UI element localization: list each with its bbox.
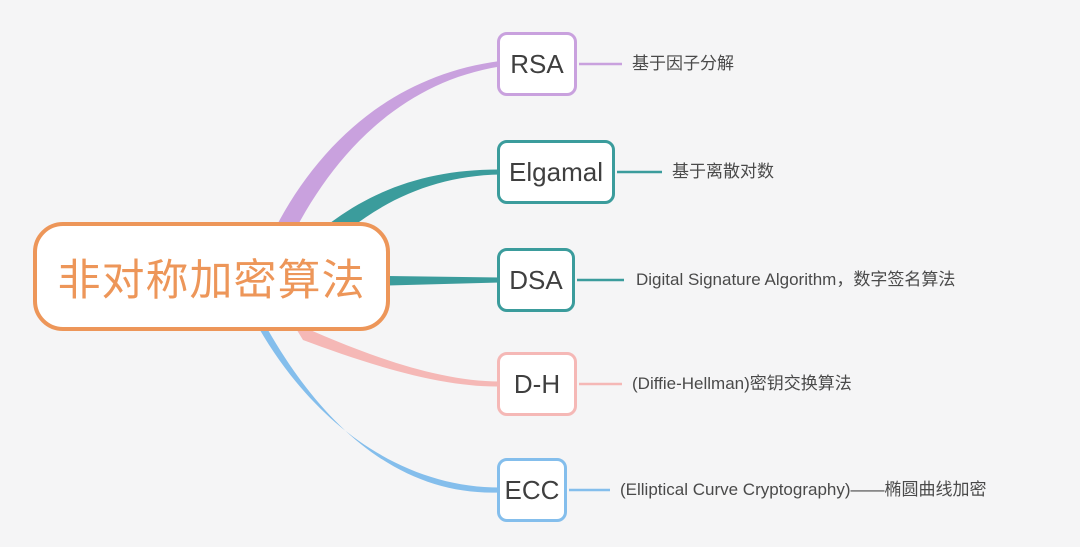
branch-node-rsa[interactable]: RSA: [497, 32, 577, 96]
branch-note-elgamal[interactable]: 基于离散对数: [672, 162, 774, 181]
root-node-label: 非对称加密算法: [57, 256, 366, 305]
branch-curve-dh: [292, 322, 500, 387]
branch-curve-ecc: [252, 316, 500, 493]
branch-node-rsa-label: RSA: [510, 48, 564, 79]
branch-node-dh-label: D-H: [513, 368, 561, 399]
branch-node-elgamal-label: Elgamal: [509, 156, 603, 187]
branch-note-ecc[interactable]: (Elliptical Curve Cryptography)——椭圆曲线加密: [620, 480, 987, 499]
branch-node-dsa-label: DSA: [509, 264, 563, 295]
branch-node-ecc-label: ECC: [504, 474, 560, 505]
branch-node-dsa[interactable]: DSA: [497, 248, 575, 312]
branch-curve-dsa: [388, 276, 500, 286]
branch-node-ecc[interactable]: ECC: [497, 458, 567, 522]
root-node[interactable]: 非对称加密算法: [33, 222, 390, 331]
branch-note-dsa[interactable]: Digital Signature Algorithm，数字签名算法: [636, 270, 956, 289]
branch-note-rsa[interactable]: 基于因子分解: [632, 54, 734, 73]
branch-node-dh[interactable]: D-H: [497, 352, 577, 416]
branch-node-elgamal[interactable]: Elgamal: [497, 140, 615, 204]
branch-note-dh[interactable]: (Diffie-Hellman)密钥交换算法: [632, 374, 852, 393]
